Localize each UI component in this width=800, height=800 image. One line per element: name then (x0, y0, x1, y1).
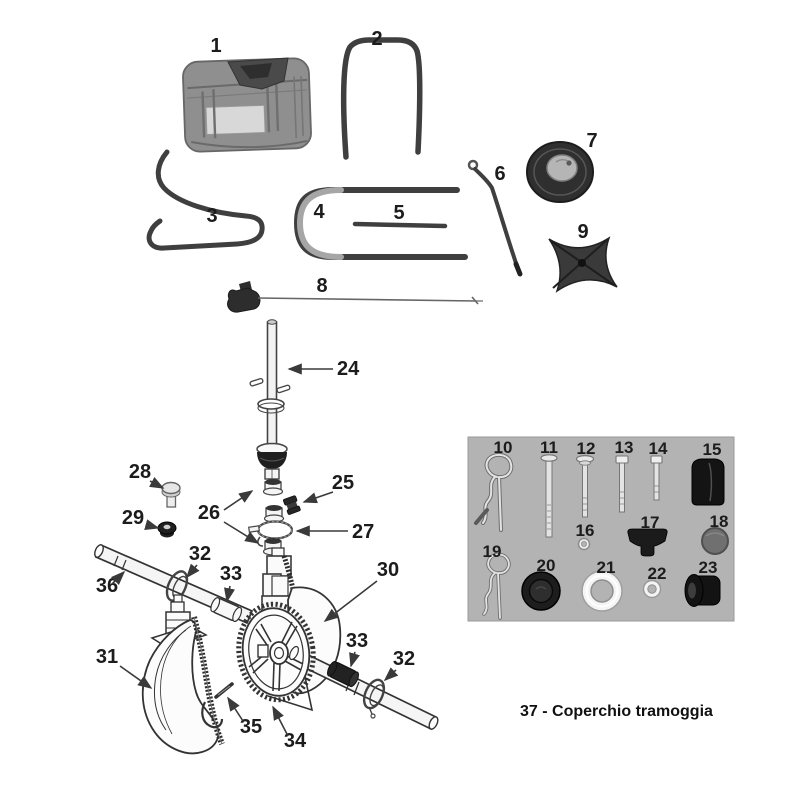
leader-25 (302, 491, 334, 504)
part-27-label: 27 (352, 521, 374, 543)
part-26-label: 26 (198, 502, 220, 524)
part-32-label-left: 32 (189, 543, 211, 565)
part-2-label: 2 (371, 28, 382, 50)
part-35-label: 35 (240, 716, 262, 738)
part-5-tie-rod (352, 221, 448, 229)
part-9-label: 9 (577, 221, 588, 243)
leader-36 (110, 570, 126, 586)
part-14-label: 14 (649, 439, 668, 458)
part-14-bolt (650, 455, 663, 501)
part-15-label: 15 (703, 440, 722, 459)
part-15-end-cap (691, 458, 725, 506)
part-29-label: 29 (122, 507, 144, 529)
part-20-knob-cap (521, 571, 561, 611)
part-6-support-rod (467, 159, 523, 277)
part-3-lower-frame-tube (146, 149, 265, 251)
part-11-label: 11 (540, 438, 558, 457)
part-29-lock-nut (157, 521, 177, 538)
part-17-wing-knob (627, 528, 668, 557)
leader-30 (323, 580, 378, 622)
part-9-impeller (548, 236, 618, 293)
part-28-round-head-bolt (161, 481, 181, 508)
part-16-washer-small (577, 537, 591, 551)
part-12-bolt (575, 455, 595, 518)
drive-belt (191, 616, 225, 746)
part-24-agitator-shaft (249, 319, 291, 459)
leader-33b (349, 651, 360, 668)
part-31-label: 31 (96, 646, 118, 668)
part-36-label: 36 (96, 575, 118, 597)
part-11-bolt (540, 454, 558, 538)
bushing-upper (262, 479, 284, 496)
leader-34 (272, 705, 289, 737)
part-34-label: 34 (284, 730, 307, 752)
part-19-r-clip-small (482, 552, 511, 620)
part-1-hopper (182, 57, 312, 153)
part-10-r-clip-large (474, 452, 514, 532)
part-22-washer-tiny (642, 579, 662, 599)
part-3-label: 3 (206, 205, 217, 227)
part-23-flanged-bushing (684, 574, 721, 607)
bushing-middle (263, 505, 285, 523)
leader-26b (223, 521, 260, 544)
part-30-label: 30 (377, 559, 399, 581)
part-34-drive-gear (236, 601, 316, 703)
part-17-label: 17 (641, 513, 660, 532)
part-5-label: 5 (393, 202, 404, 224)
part-22-label: 22 (648, 564, 667, 583)
leader-26a (223, 490, 254, 511)
part-2-upper-handle (340, 37, 423, 160)
leader-35 (227, 696, 244, 722)
part-16-label: 16 (576, 521, 595, 540)
part-7-label: 7 (586, 130, 597, 152)
part-10-label: 10 (494, 438, 513, 457)
part-28-label: 28 (129, 461, 151, 483)
part-8-label: 8 (316, 275, 327, 297)
leader-29 (144, 519, 160, 531)
part-20-label: 20 (537, 556, 556, 575)
part-35-drive-pin (214, 682, 234, 699)
part-18-label: 18 (710, 512, 729, 531)
leader-32b (383, 667, 399, 682)
part-13-label: 13 (615, 438, 634, 457)
part-32-label-right: 32 (393, 648, 415, 670)
part-24-label: 24 (337, 358, 360, 380)
part-33-label-left: 33 (220, 563, 242, 585)
part-23-label: 23 (699, 558, 718, 577)
part-12-label: 12 (577, 439, 596, 458)
part-6-label: 6 (494, 163, 505, 185)
part-25-label: 25 (332, 472, 354, 494)
leader-31 (119, 665, 153, 689)
part-25-cable-fitting (283, 495, 301, 515)
part-4-handle-u-tube (293, 187, 468, 260)
part-7-wheel (526, 141, 594, 203)
leader-28 (149, 477, 165, 489)
part-32-clamp-right (362, 678, 386, 719)
hardware-inset-box: 10 11 12 13 14 (467, 436, 735, 622)
part-19-label: 19 (483, 542, 502, 561)
part-18-plug (701, 527, 729, 555)
part-8-control-cable (227, 281, 483, 313)
agitator-cone-pulley (256, 442, 288, 480)
leader-33a (224, 585, 236, 603)
part-4-label: 4 (313, 201, 325, 223)
part-31-belt-guard (141, 619, 220, 755)
figure-caption: 37 - Coperchio tramoggia (520, 703, 713, 720)
part-21-washer-large (581, 570, 623, 612)
leader-32a (185, 563, 200, 579)
part-21-label: 21 (597, 558, 616, 577)
part-33-bushing-right (327, 660, 359, 688)
part-33-bushing-left (210, 597, 243, 623)
part-1-label: 1 (210, 35, 221, 57)
part-33-label-right: 33 (346, 630, 368, 652)
part-13-bolt (615, 455, 629, 513)
